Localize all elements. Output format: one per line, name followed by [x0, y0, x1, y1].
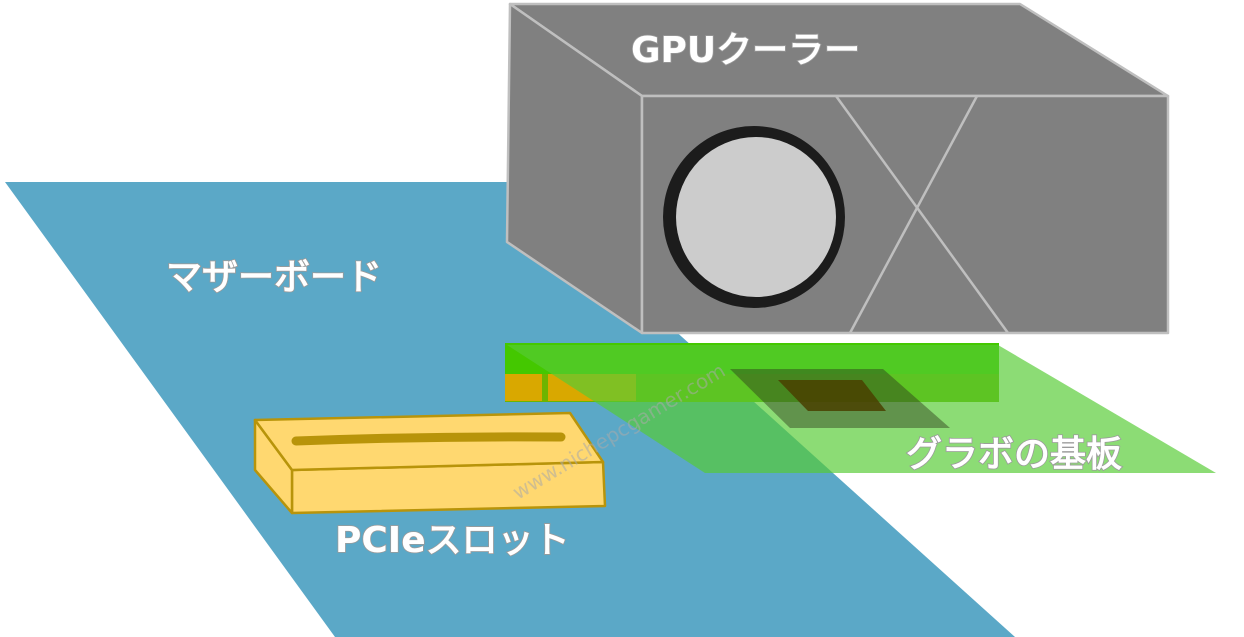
gpu-cooler-front-x-line-2 [848, 95, 979, 334]
fan-disc [676, 137, 836, 297]
pcie-slot-opening [291, 432, 566, 446]
gpu-chip [778, 380, 886, 411]
gold-contacts-short [505, 374, 542, 401]
motherboard-plane [5, 182, 1015, 637]
gpu-cooler-front-x-line-1 [834, 95, 1010, 334]
gpu-cooler-label: GPUクーラー [631, 30, 860, 71]
motherboard-label: マザーボード [166, 257, 382, 298]
gpu-cooler [505, 2, 1170, 335]
graphics-board-label: グラボの基板 [906, 434, 1122, 475]
graphics-board [505, 343, 1216, 473]
pcie-slot [253, 411, 607, 515]
pcie-slot-label: PCIeスロット [335, 520, 570, 561]
